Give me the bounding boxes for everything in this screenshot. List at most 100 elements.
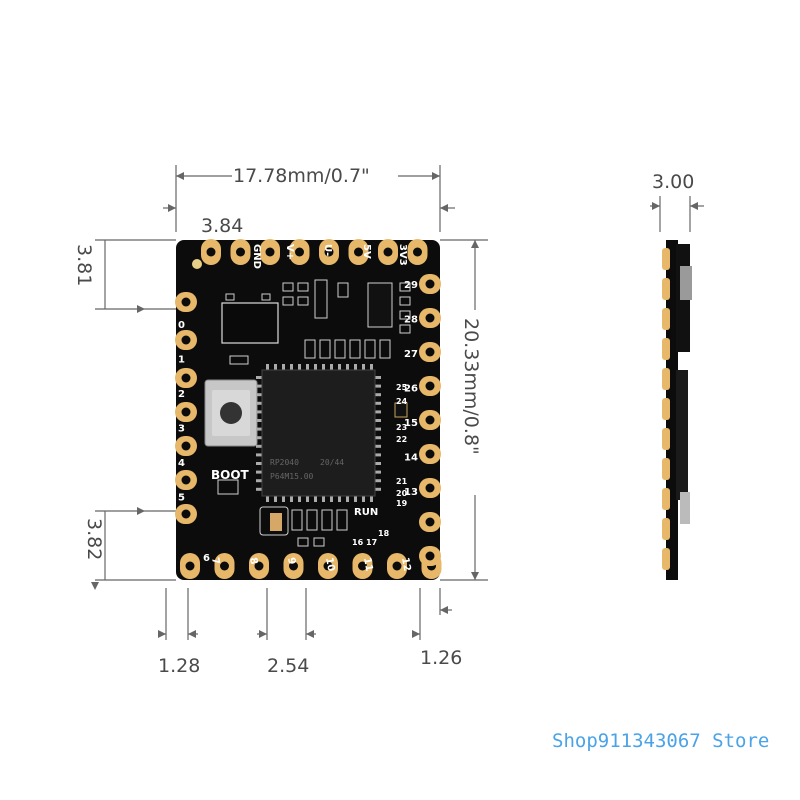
right-pad bbox=[419, 546, 441, 566]
right-pin-label: 13 bbox=[404, 487, 418, 498]
side-button bbox=[680, 492, 690, 524]
chip-label-3: P64M15.00 bbox=[270, 472, 314, 481]
right-pin-label: 14 bbox=[404, 453, 418, 464]
board-side-view: 3.00 bbox=[650, 171, 704, 580]
side-pad bbox=[662, 248, 670, 270]
left-pin-label: 5 bbox=[178, 493, 185, 504]
inner-pin-label: 17 bbox=[366, 538, 377, 547]
left-bottom-label: 3.82 bbox=[83, 518, 105, 560]
inner-pin-label: 19 bbox=[396, 499, 408, 508]
mounting-dot-icon bbox=[192, 259, 202, 269]
bottom-left-label: 1.28 bbox=[158, 655, 200, 677]
top-pin-label: 5V bbox=[361, 244, 372, 259]
right-pad bbox=[419, 274, 441, 294]
right-pin-label: 26 bbox=[404, 384, 418, 395]
left-pin-label: 4 bbox=[178, 458, 185, 469]
bottom-pad bbox=[249, 553, 269, 579]
left-pad bbox=[175, 292, 197, 312]
right-pin-label: 15 bbox=[404, 418, 418, 429]
left-top-dimension: 3.81 bbox=[73, 239, 176, 313]
right-pad bbox=[419, 376, 441, 396]
bottom-pad bbox=[180, 553, 200, 579]
right-pad bbox=[419, 410, 441, 430]
left-pad bbox=[175, 504, 197, 524]
power-ic bbox=[221, 293, 279, 344]
bottom-pin-label: 9 bbox=[285, 557, 297, 566]
bottom-pitch-label: 2.54 bbox=[267, 655, 309, 677]
inner-pin-label: 25 bbox=[396, 383, 408, 392]
right-pad bbox=[419, 308, 441, 328]
height-dimension: 20.33mm/0.8" bbox=[440, 239, 488, 581]
side-pad bbox=[662, 518, 670, 540]
chip-label-1: RP2040 bbox=[270, 458, 299, 467]
boot-label: BOOT bbox=[211, 468, 250, 482]
bottom-pin-label: 8 bbox=[247, 557, 259, 566]
left-pin-label: 0 bbox=[178, 320, 185, 331]
right-pin-label: 27 bbox=[404, 349, 418, 360]
left-pad bbox=[175, 470, 197, 490]
top-offset-dimension: 3.84 bbox=[163, 204, 455, 237]
bottom-pin-label: 10 bbox=[323, 557, 336, 573]
right-pad bbox=[419, 444, 441, 464]
bottom-right-label: 1.26 bbox=[420, 647, 462, 669]
left-pin-label: 3 bbox=[178, 424, 185, 435]
passive-components bbox=[217, 279, 411, 547]
top-pad bbox=[260, 239, 280, 265]
top-pad bbox=[348, 239, 369, 265]
right-pin-label: 28 bbox=[404, 315, 418, 326]
side-pad bbox=[662, 278, 670, 300]
run-label: RUN bbox=[354, 507, 378, 518]
right-pad bbox=[419, 342, 441, 362]
left-bottom-dimension: 3.82 bbox=[83, 507, 176, 590]
top-pin-label: 3V3 bbox=[397, 244, 408, 266]
bottom-pin-label: 11 bbox=[361, 557, 374, 573]
side-pad bbox=[662, 368, 670, 390]
thickness-label: 3.00 bbox=[652, 171, 694, 193]
bottom-pad bbox=[387, 553, 407, 579]
top-pad bbox=[230, 239, 251, 265]
led-indicator bbox=[394, 402, 408, 418]
width-dimension: 17.78mm/0.7" bbox=[175, 165, 441, 232]
inner-pin-label: 21 bbox=[396, 477, 408, 486]
bottom-pin-label: 7 bbox=[209, 557, 221, 566]
side-pad bbox=[662, 488, 670, 510]
left-pad bbox=[175, 402, 197, 422]
top-pin-label: U- bbox=[322, 244, 333, 256]
bottom-pad bbox=[318, 553, 338, 579]
top-pad bbox=[407, 239, 428, 265]
inner-pin-label: 18 bbox=[378, 529, 390, 538]
bottom-dimensions: 1.28 2.54 1.26 bbox=[158, 588, 462, 677]
boot-button bbox=[204, 379, 258, 447]
chip-label-2: 20/44 bbox=[320, 458, 344, 467]
side-pad bbox=[662, 398, 670, 420]
store-watermark: Shop911343067 Store bbox=[552, 730, 770, 752]
left-pad bbox=[175, 368, 197, 388]
side-connector bbox=[680, 266, 692, 300]
bottom-pin-label: 12 bbox=[399, 557, 412, 573]
top-pin-label: GND bbox=[251, 244, 262, 269]
top-pad bbox=[378, 239, 398, 265]
side-pad bbox=[662, 458, 670, 480]
side-pad bbox=[662, 338, 670, 360]
bottom-pad bbox=[352, 553, 373, 579]
top-pad bbox=[319, 239, 339, 265]
right-pad bbox=[419, 512, 441, 532]
top-pad bbox=[201, 239, 221, 265]
inner-pin-label: 22 bbox=[396, 435, 407, 444]
width-dimension-label: 17.78mm/0.7" bbox=[233, 165, 370, 187]
inner-pin-label: 24 bbox=[396, 397, 408, 406]
left-pad bbox=[175, 330, 197, 350]
side-pad bbox=[662, 428, 670, 450]
inner-pin-label: 23 bbox=[396, 423, 407, 432]
top-offset-label: 3.84 bbox=[201, 215, 243, 237]
height-dimension-label: 20.33mm/0.8" bbox=[460, 318, 482, 455]
bottom-pad bbox=[283, 553, 304, 579]
left-pin-label: 1 bbox=[178, 355, 185, 366]
pin-6-label: 6 bbox=[203, 553, 210, 564]
